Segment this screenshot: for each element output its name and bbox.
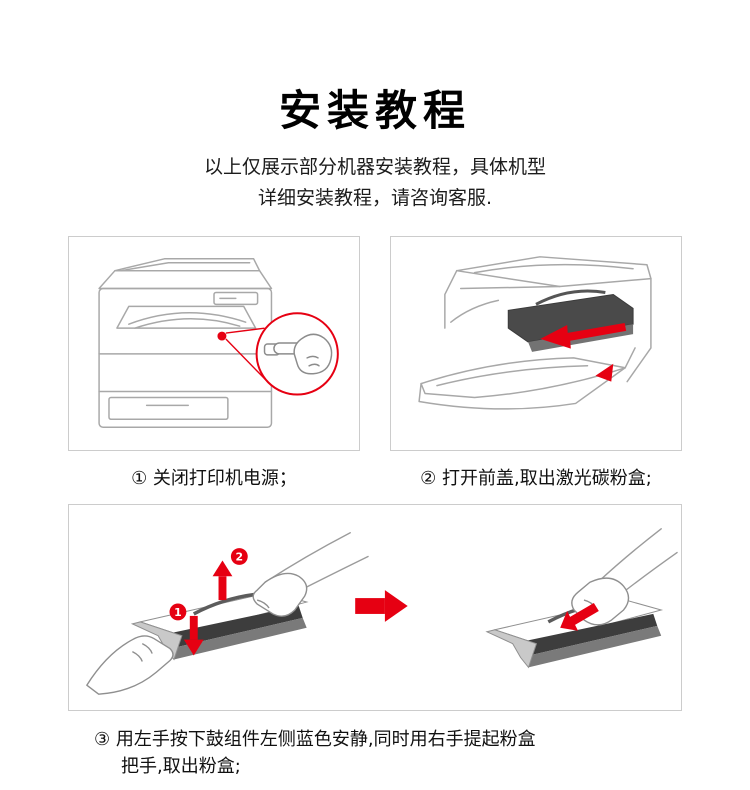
lifting-hand-icon <box>252 573 308 618</box>
step3-panel: 2 1 <box>68 504 682 712</box>
subtitle-line-2: 详细安装教程，请咨询客服. <box>257 187 493 210</box>
printer-line-art <box>98 258 273 429</box>
lift-up-arrow-icon: 2 <box>212 548 248 601</box>
power-button-dot <box>217 332 227 341</box>
step3-caption-line-1: ③ 用左手按下鼓组件左侧蓝色安静,同时用右手提起粉盒 <box>94 729 536 751</box>
step-illustrations-row <box>0 236 750 452</box>
toner-cartridge-icon <box>507 289 634 353</box>
subtitle: 以上仅展示部分机器安装教程，具体机型 详细安装教程，请咨询客服. <box>0 152 750 214</box>
step-captions-row: ① 关闭打印机电源； ② 打开前盖,取出激光碳粉盒; <box>0 464 750 490</box>
step2-panel <box>390 236 682 452</box>
pressing-hand-icon <box>86 635 174 696</box>
printer-power-off-illustration <box>98 258 339 429</box>
step3-caption: ③ 用左手按下鼓组件左侧蓝色安静,同时用右手提起粉盒 把手,取出粉盒; <box>68 726 682 780</box>
take-out-arrow-icon <box>560 603 599 632</box>
step1-caption: ① 关闭打印机电源； <box>131 468 297 490</box>
small-arrow-icon <box>595 364 614 383</box>
remove-toner-from-drum-illustration: 2 1 <box>86 528 678 696</box>
finger-press-icon <box>273 333 333 375</box>
press-down-arrow-icon: 1 <box>169 603 204 656</box>
subtitle-line-1: 以上仅展示部分机器安装教程，具体机型 <box>203 156 546 179</box>
next-step-arrow-icon <box>355 590 408 623</box>
printer-line-art <box>418 256 652 411</box>
step3-caption-line-2: 把手,取出粉盒; <box>121 756 241 778</box>
pull-out-arrow-icon <box>540 323 627 350</box>
badge-1: 1 <box>174 606 182 619</box>
magnifier-callout-lines <box>225 327 268 383</box>
step1-panel <box>68 236 360 452</box>
open-front-cover-illustration <box>418 256 652 411</box>
page-title: 安装教程 <box>278 86 471 135</box>
badge-2: 2 <box>236 551 244 564</box>
step2-caption: ② 打开前盖,取出激光碳粉盒; <box>420 468 652 490</box>
